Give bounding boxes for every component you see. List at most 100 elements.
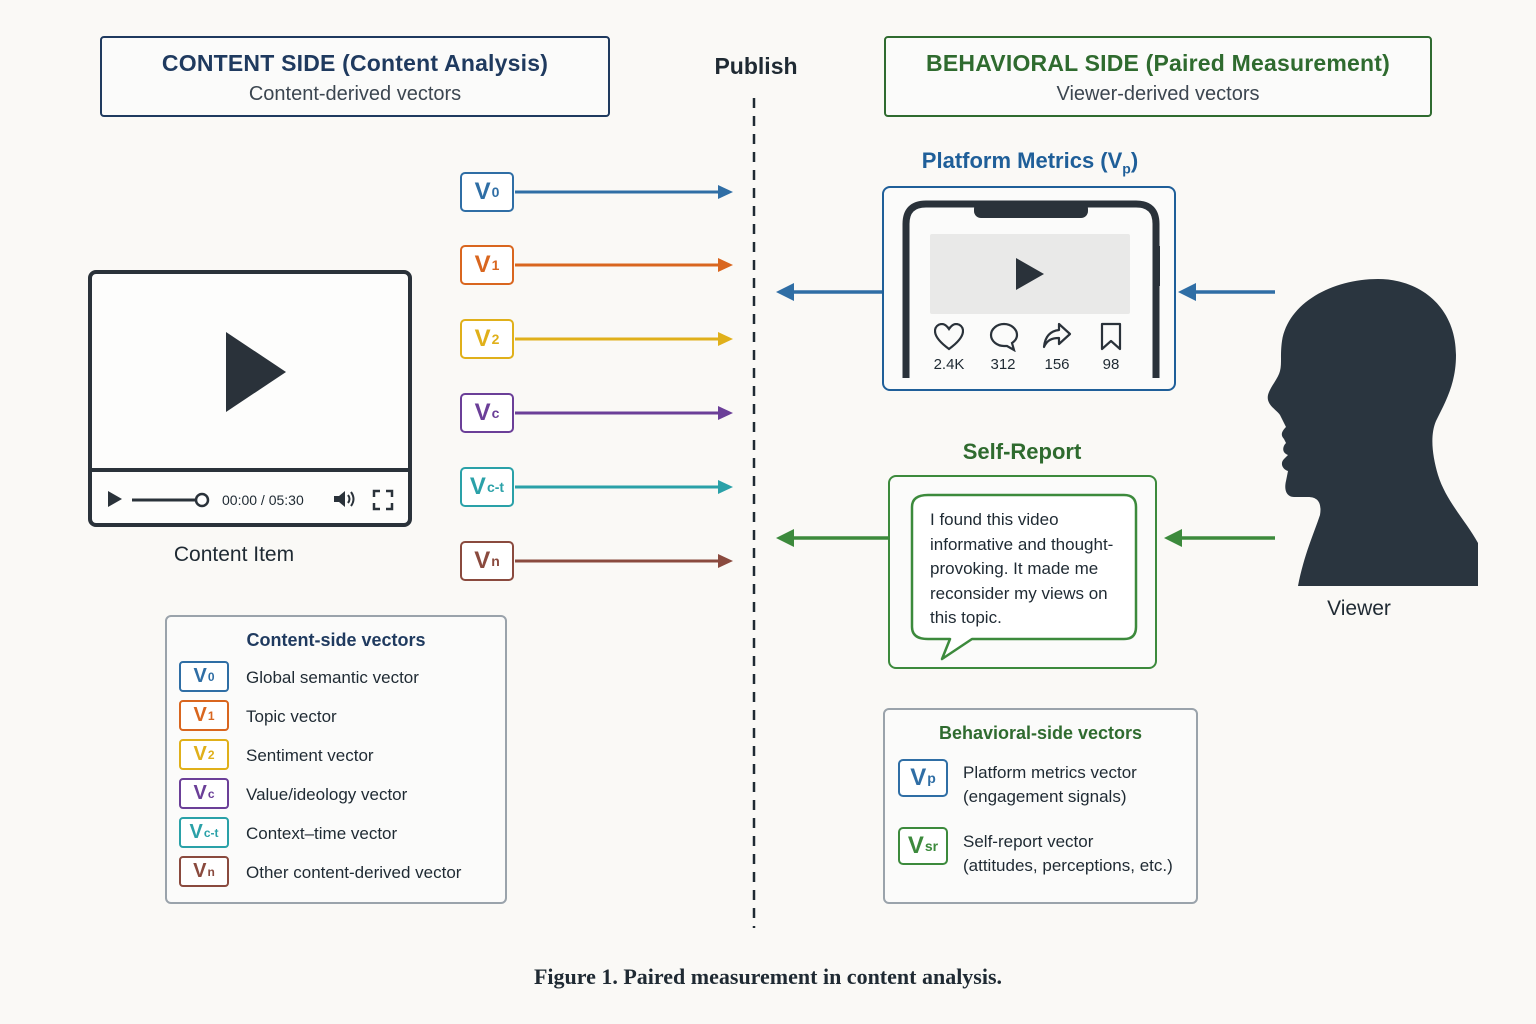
legend-vct-sub: c-t <box>203 825 219 840</box>
legend-vsr-base: V <box>907 832 924 859</box>
behavioral-side-title: BEHAVIORAL SIDE (Paired Measurement) <box>926 50 1390 76</box>
viewer-silhouette-icon <box>1267 279 1478 586</box>
speech-bubble <box>910 493 1138 661</box>
content-side-title: CONTENT SIDE (Content Analysis) <box>161 50 549 76</box>
platform-metrics-panel: 2.4K 312 156 98 <box>882 186 1176 391</box>
vector-v2-base: V <box>474 325 491 352</box>
heart-icon[interactable] <box>934 323 964 351</box>
vector-vn-base: V <box>474 547 491 574</box>
small-play-icon[interactable] <box>106 489 124 509</box>
legend-vn-sub: n <box>207 864 215 879</box>
legend-v2-base: V <box>193 743 207 765</box>
vector-vc-sub: c <box>491 405 500 421</box>
legend-v2-label: Sentiment vector <box>246 746 374 765</box>
self-report-panel: I found this video informative and thoug… <box>888 475 1157 669</box>
platform-title-end: ) <box>1130 148 1139 173</box>
fullscreen-icon[interactable] <box>372 489 394 511</box>
platform-title-text: Platform Metrics (V <box>921 148 1123 173</box>
legend-vp-base: V <box>910 764 927 791</box>
legend-v0-base: V <box>193 665 207 687</box>
comments-count: 312 <box>990 356 1016 373</box>
legend-v1-base: V <box>193 704 207 726</box>
vector-vct-base: V <box>469 473 486 500</box>
phone-frame <box>902 200 1160 378</box>
self-report-line: reconsider my views on <box>930 583 1108 603</box>
likes-count: 2.4K <box>933 356 965 373</box>
content-legend-title: Content-side vectors <box>246 630 426 650</box>
self-report-title: Self-Report <box>962 439 1082 464</box>
self-report-text: I found this video informative and thoug… <box>930 508 1113 631</box>
vector-v0-base: V <box>474 178 491 205</box>
legend-vp-line2: (engagement signals) <box>963 787 1127 806</box>
legend-vp-line1: Platform metrics vector <box>963 763 1137 782</box>
player-time: 00:00 / 05:30 <box>222 492 304 508</box>
vector-v1-base: V <box>474 251 491 278</box>
content-side-header: CONTENT SIDE (Content Analysis) Content-… <box>100 36 610 117</box>
behavioral-legend: Behavioral-side vectors <box>883 708 1198 904</box>
content-item-label: Content Item <box>173 543 295 566</box>
bookmark-icon[interactable] <box>1099 322 1123 352</box>
video-player[interactable]: 00:00 / 05:30 <box>88 270 412 527</box>
legend-vn-base: V <box>193 860 207 882</box>
vector-vct-sub: c-t <box>486 479 505 495</box>
vector-v1-sub: 1 <box>491 257 500 273</box>
legend-vp-sub: p <box>927 770 936 786</box>
behavioral-side-header: BEHAVIORAL SIDE (Paired Measurement) Vie… <box>884 36 1432 117</box>
player-control-bar <box>92 468 408 472</box>
viewer-label: Viewer <box>1327 597 1391 620</box>
comment-icon[interactable] <box>989 322 1019 352</box>
self-report-line: this topic. <box>930 608 1002 628</box>
share-icon[interactable] <box>1042 322 1072 350</box>
platform-title-sub: p <box>1122 160 1131 177</box>
vector-v2-sub: 2 <box>491 331 500 347</box>
legend-v1-label: Topic vector <box>246 707 337 726</box>
legend-vsr-line1: Self-report vector <box>963 832 1094 851</box>
vector-vc-base: V <box>474 399 491 426</box>
play-icon[interactable] <box>220 330 290 414</box>
behavioral-legend-title: Behavioral-side vectors <box>938 723 1143 743</box>
shares-count: 156 <box>1044 356 1070 373</box>
self-report-line: informative and thought- <box>930 534 1114 554</box>
self-report-line: I found this video <box>930 510 1059 529</box>
legend-vsr-sub: sr <box>924 838 939 854</box>
phone-play-icon[interactable] <box>1014 256 1046 292</box>
legend-v2-sub: 2 <box>207 747 215 762</box>
saves-count: 98 <box>1102 356 1120 373</box>
legend-v0-sub: 0 <box>207 669 215 684</box>
behavioral-side-subtitle: Viewer-derived vectors <box>1056 83 1260 105</box>
figure-caption: Figure 1. Paired measurement in content … <box>533 964 1003 989</box>
legend-vsr-line2: (attitudes, perceptions, etc.) <box>963 856 1173 875</box>
legend-vn-label: Other content-derived vector <box>246 863 462 882</box>
platform-metrics-title: Platform Metrics (Vp) <box>900 148 1160 176</box>
publish-label: Publish <box>714 53 798 79</box>
legend-vct-base: V <box>189 821 203 843</box>
content-side-subtitle: Content-derived vectors <box>248 83 462 105</box>
legend-vc-base: V <box>193 782 207 804</box>
vector-vn-sub: n <box>491 553 500 569</box>
legend-vct-label: Context–time vector <box>246 824 398 843</box>
legend-v0-label: Global semantic vector <box>246 668 419 687</box>
legend-vc-label: Value/ideology vector <box>246 785 408 804</box>
legend-v1-sub: 1 <box>207 708 215 723</box>
seek-slider[interactable] <box>130 490 214 510</box>
self-report-line: provoking. It made me <box>930 559 1099 579</box>
vector-v0-sub: 0 <box>491 184 500 200</box>
volume-icon[interactable] <box>332 488 358 510</box>
